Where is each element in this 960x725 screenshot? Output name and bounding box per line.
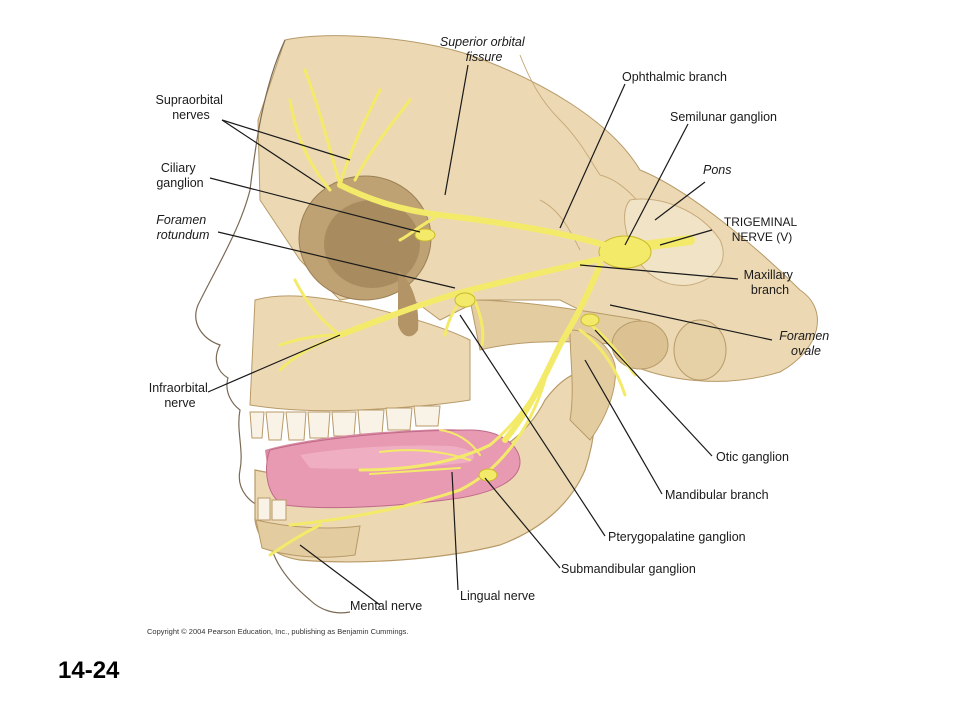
label-foramen-rotundum: Foramen rotundum — [156, 213, 210, 242]
label-trigeminal-nerve: TRIGEMINAL NERVE (V) — [724, 215, 800, 244]
label-mental-nerve: Mental nerve — [350, 599, 422, 613]
label-ophthalmic-branch: Ophthalmic branch — [622, 70, 727, 84]
mental-nerve-path — [268, 523, 322, 557]
supraorbital-branches — [288, 68, 412, 192]
pterygopalatine-ganglion-node — [454, 292, 476, 308]
mastoid — [673, 319, 727, 381]
ciliary-ganglion-node — [414, 228, 436, 242]
label-supraorbital-nerves: Supraorbital nerves — [156, 93, 227, 122]
label-foramen-ovale: Foramen ovale — [779, 329, 833, 358]
leader-lines — [207, 64, 773, 606]
label-maxillary-branch: Maxillary branch — [744, 268, 797, 297]
label-mandibular-branch: Mandibular branch — [665, 488, 769, 502]
upper-teeth — [249, 405, 441, 441]
label-submandibular-ganglion: Submandibular ganglion — [561, 562, 696, 576]
label-pterygopalatine-ganglion: Pterygopalatine ganglion — [608, 530, 746, 544]
cranium — [257, 35, 818, 382]
lower-teeth — [257, 497, 287, 521]
label-lingual-nerve: Lingual nerve — [460, 589, 535, 603]
label-superior-orbital-fissure: Superior orbital fissure — [440, 35, 528, 64]
label-otic-ganglion: Otic ganglion — [716, 450, 789, 464]
nasal-cavity — [398, 270, 419, 337]
figure-number: 14-24 — [58, 657, 120, 684]
labels: Superior orbital fissure Ophthalmic bran… — [149, 35, 833, 613]
inferior-alveolar-nerve — [288, 378, 547, 527]
label-pons: Pons — [703, 163, 732, 177]
tongue-nerve-fibers — [369, 429, 481, 475]
mandible-ramus — [569, 329, 616, 441]
label-infraorbital-nerve: Infraorbital nerve — [149, 381, 212, 410]
submandibular-ganglion-node — [478, 468, 498, 482]
label-ciliary-ganglion: Ciliary ganglion — [156, 161, 203, 190]
otic-ganglion-node — [580, 313, 600, 327]
label-semilunar-ganglion: Semilunar ganglion — [670, 110, 777, 124]
ciliary-branch — [398, 213, 442, 242]
condyle — [611, 320, 669, 370]
semilunar-ganglion — [598, 235, 652, 269]
orbit-inner — [324, 200, 420, 288]
lingual-nerve-path — [358, 343, 562, 472]
copyright-line: Copyright © 2004 Pearson Education, Inc.… — [147, 627, 409, 636]
